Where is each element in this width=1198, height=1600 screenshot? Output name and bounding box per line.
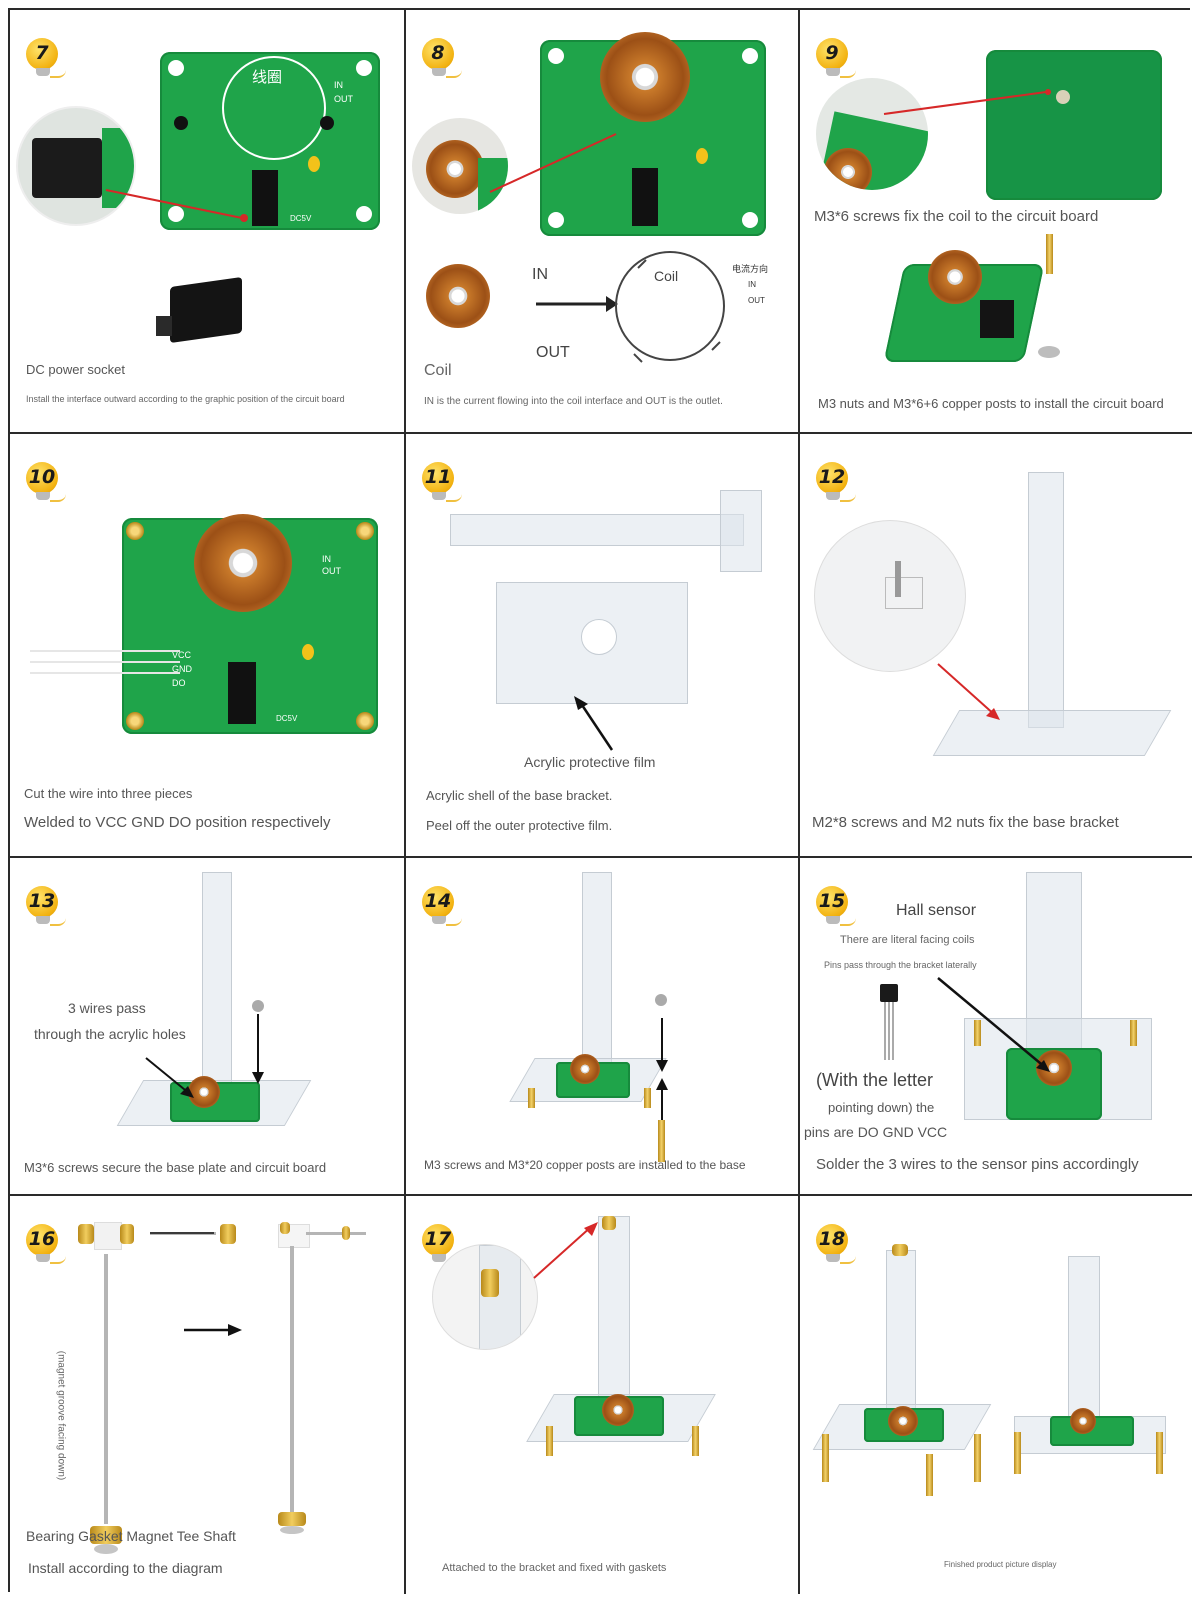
coil-sample bbox=[426, 264, 490, 328]
caption: M3*6 screws secure the base plate and ci… bbox=[24, 1160, 326, 1175]
caption-title: Coil bbox=[424, 362, 452, 380]
current-direction-label: 电流方向 bbox=[732, 262, 768, 275]
step-7-panel: 7 线圈 IN OUT DC5V DC power socket Inst bbox=[10, 10, 406, 434]
pointer-arrow bbox=[406, 1196, 800, 1594]
caption-title: DC power socket bbox=[26, 362, 125, 377]
caption: M3 screws and M3*20 copper posts are ins… bbox=[424, 1158, 746, 1172]
step-15-panel: 15 Hall sensor There are literal facing … bbox=[800, 858, 1192, 1196]
nut bbox=[1038, 346, 1060, 358]
pointer-arrow bbox=[406, 10, 800, 434]
caption: M2*8 screws and M2 nuts fix the base bra… bbox=[812, 814, 1119, 831]
pointer-arrow bbox=[800, 858, 1192, 1196]
step-10-panel: 10 IN OUT VCC GND DO DC5V Cut the wire i… bbox=[10, 434, 406, 858]
caption: Solder the 3 wires to the sensor pins ac… bbox=[816, 1156, 1139, 1173]
step-9-panel: 9 M3*6 screws fix the coil to the circui… bbox=[800, 10, 1192, 434]
dc-socket-image bbox=[152, 276, 248, 348]
step-14-panel: 14 M3 screws and M3*20 copper posts are … bbox=[406, 858, 800, 1196]
step-badge: 18 bbox=[816, 1224, 850, 1262]
sensor-note-1: There are literal facing coils bbox=[840, 934, 975, 946]
step-18-panel: 18 Finished product picture display bbox=[800, 1196, 1192, 1594]
sensor-note-2: Pins pass through the bracket laterally bbox=[824, 960, 977, 970]
caption-title: Acrylic shell of the base bracket. bbox=[426, 788, 612, 803]
film-label: Acrylic protective film bbox=[524, 754, 655, 770]
step-16-panel: 16 (magnet groove facing down) Bearing G… bbox=[10, 1196, 406, 1594]
step-11-panel: 11 Acrylic protective film Acrylic shell… bbox=[406, 434, 800, 858]
wires-label-2: through the acrylic holes bbox=[34, 1026, 186, 1042]
caption-title: Bearing Gasket Magnet Tee Shaft bbox=[26, 1528, 236, 1544]
step-12-panel: 12 M2*8 screws and M2 nuts fix the base … bbox=[800, 434, 1192, 858]
caption-bottom: M3 nuts and M3*6+6 copper posts to insta… bbox=[818, 396, 1164, 411]
caption-detail: Peel off the outer protective film. bbox=[426, 818, 612, 833]
board-dc5v-label: DC5V bbox=[276, 714, 297, 723]
instruction-grid: 7 线圈 IN OUT DC5V DC power socket Inst bbox=[8, 8, 1190, 1592]
in-pin-label: IN bbox=[748, 280, 756, 289]
pin-note-1: (With the letter bbox=[816, 1070, 933, 1091]
step-13-panel: 13 3 wires pass through the acrylic hole… bbox=[10, 858, 406, 1196]
wires-label-1: 3 wires pass bbox=[68, 1000, 146, 1016]
coil-label: Coil bbox=[654, 268, 678, 284]
pointer-arrow bbox=[406, 858, 800, 1196]
out-label: OUT bbox=[536, 344, 570, 362]
caption-detail: IN is the current flowing into the coil … bbox=[424, 396, 723, 407]
caption-detail: Install according to the diagram bbox=[28, 1560, 223, 1576]
step-17-panel: 17 Attached to the bracket and fixed wit… bbox=[406, 1196, 800, 1594]
in-label: IN bbox=[532, 266, 548, 284]
caption: Attached to the bracket and fixed with g… bbox=[442, 1562, 666, 1574]
step-badge: 10 bbox=[26, 462, 60, 500]
caption-detail: Install the interface outward according … bbox=[26, 394, 345, 404]
pin-note-2: pointing down) the bbox=[828, 1100, 934, 1115]
board-in-label: IN bbox=[322, 554, 331, 564]
caption-top: M3*6 screws fix the coil to the circuit … bbox=[814, 208, 1098, 225]
wires bbox=[30, 650, 180, 674]
board-out-label: OUT bbox=[322, 566, 341, 576]
step-8-panel: 8 IN OUT Coil 电流方向 IN OUT Coil IN is the… bbox=[406, 10, 800, 434]
pointer-arrow bbox=[800, 434, 1192, 858]
caption-detail: Welded to VCC GND DO position respective… bbox=[24, 814, 331, 831]
coil bbox=[194, 514, 292, 612]
do-label: DO bbox=[172, 678, 186, 688]
hall-sensor-label: Hall sensor bbox=[896, 902, 976, 920]
pin-note-3: pins are DO GND VCC bbox=[804, 1124, 947, 1140]
out-pin-label: OUT bbox=[748, 296, 765, 305]
copper-post bbox=[1046, 234, 1053, 274]
caption: Finished product picture display bbox=[944, 1560, 1057, 1569]
caption-title: Cut the wire into three pieces bbox=[24, 786, 192, 801]
